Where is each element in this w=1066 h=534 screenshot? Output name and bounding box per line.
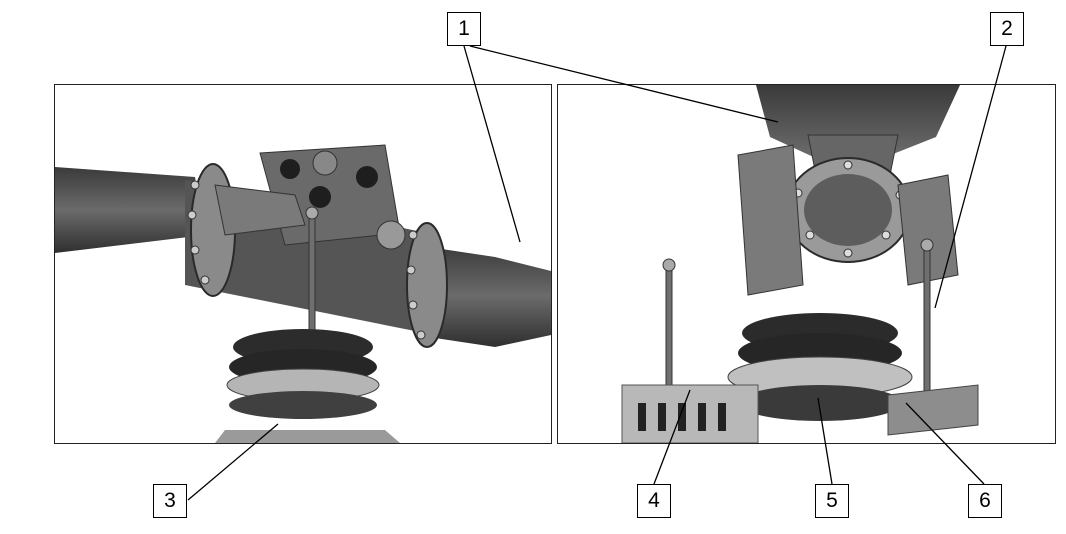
rotor-head-photo-left bbox=[54, 84, 552, 444]
callout-3: 3 bbox=[153, 484, 187, 518]
callout-5: 5 bbox=[815, 484, 849, 518]
mast-base bbox=[215, 430, 400, 443]
callout-2: 2 bbox=[990, 12, 1024, 46]
blade-flange-right bbox=[406, 222, 448, 348]
pitch-link-right bbox=[923, 244, 931, 401]
rotor-head-illustration-left bbox=[55, 144, 551, 443]
hub-nut bbox=[376, 220, 406, 250]
rotor-head-illustration-right bbox=[621, 85, 979, 443]
hub-arm-left bbox=[737, 144, 804, 296]
pitch-link-left bbox=[665, 264, 673, 386]
callout-4: 4 bbox=[637, 484, 671, 518]
callout-6: 6 bbox=[968, 484, 1002, 518]
rotor-head-photo-right bbox=[557, 84, 1056, 444]
callout-1: 1 bbox=[447, 12, 481, 46]
rotor-blade-right bbox=[415, 245, 551, 347]
rotor-blade-left bbox=[55, 167, 205, 253]
blade-root bbox=[756, 85, 960, 160]
